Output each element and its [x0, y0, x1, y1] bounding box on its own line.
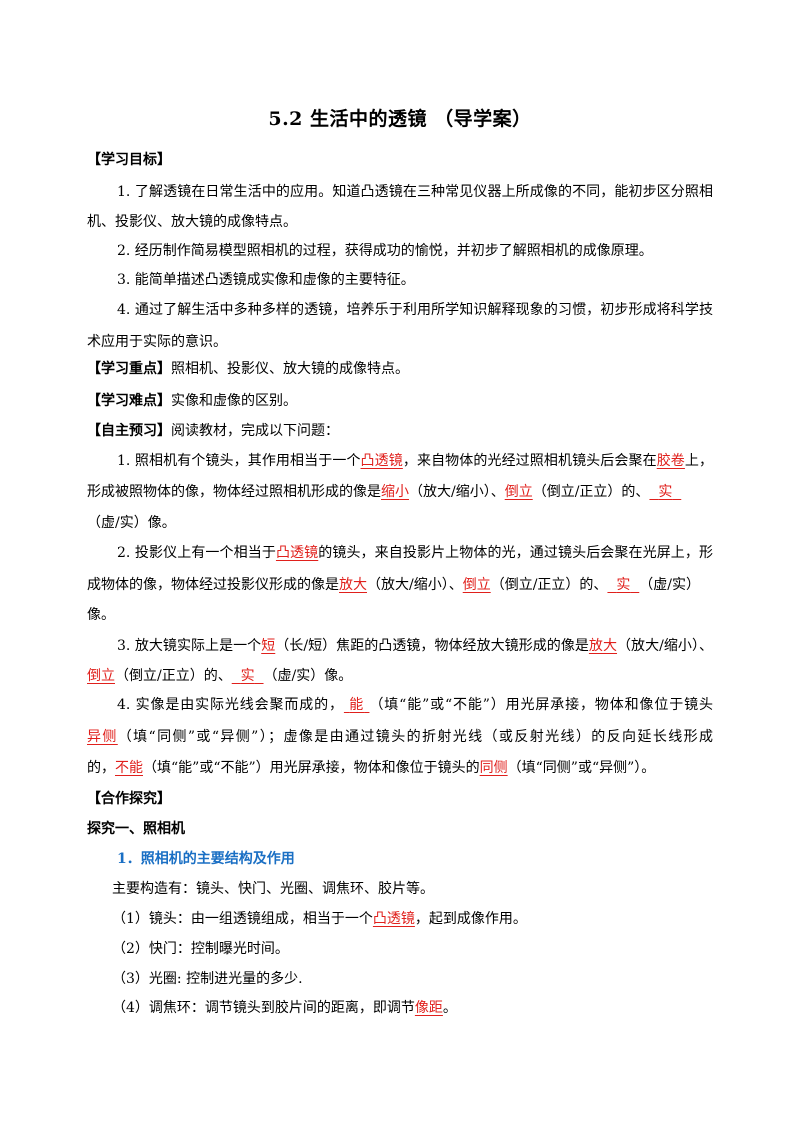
focus-text-a: （4）调焦环：调节镜头到胶片间的距离，即调节 — [112, 1000, 415, 1016]
q2-answer-1: 凸透镜 — [275, 545, 319, 561]
q3-text-c: （长/短）焦距的凸透镜，物体经放大镜形成的像是 — [275, 638, 589, 654]
q1-answer-2: 胶卷 — [656, 453, 685, 469]
q3-text-d: （放大/缩小）、 — [617, 638, 714, 654]
q4-text-e: 的， — [87, 760, 115, 776]
q4-answer-1: 能 — [349, 697, 365, 713]
focus-text-c: 。 — [442, 1000, 457, 1016]
q2-text-a: 2. 投影仪上有一个相当于 — [117, 545, 276, 561]
q2-answer-3: 倒立 — [462, 577, 491, 593]
q2-line-2: 成物体的像，物体经过投影仪形成的像是放大（放大/缩小）、倒立（倒立/正立）的、 … — [87, 575, 713, 595]
section-camera-heading: 探究一、照相机 — [87, 821, 185, 837]
q4-text-a: 4. 实像是由实际光线会聚而成的， — [117, 697, 344, 713]
keypoint-line: 【学习重点】照相机、投影仪、放大镜的成像特点。 — [87, 359, 713, 379]
q4-line-3: 的，不能（填“能”或“不能”）用光屏承接，物体和像位于镜头的同侧（填“同侧”或“… — [87, 758, 713, 778]
q4-text-c: （填“能”或“不能”）用光屏承接，物体和像位于镜头 — [369, 697, 714, 713]
q3-line-1: 3. 放大镜实际上是一个短（长/短）焦距的凸透镜，物体经放大镜形成的像是放大（放… — [117, 636, 713, 656]
preview-intro: 阅读教材，完成以下问题： — [171, 423, 339, 439]
difficulty-text: 实像和虚像的区别。 — [171, 393, 297, 409]
q3-answer-4: 实 — [240, 668, 255, 684]
q2-answer-4: 实 — [616, 577, 631, 593]
q2-text-f: （倒立/正立）的、 — [490, 577, 608, 593]
q4-text-f: （填“能”或“不能”）用光屏承接，物体和像位于镜头的 — [143, 760, 480, 776]
q1-answer-3: 缩小 — [381, 484, 409, 500]
q1-answer-5-blank: 实 — [649, 484, 681, 500]
objective-1-line-1: 1. 了解透镜在日常生活中的应用。知道凸透镜在三种常见仪器上所成像的不同，能初步… — [117, 184, 713, 200]
q2-text-e: （放大/缩小）、 — [367, 577, 463, 593]
keypoint-text: 照相机、投影仪、放大镜的成像特点。 — [171, 361, 409, 377]
q1-line-1: 1. 照相机有个镜头，其作用相当于一个凸透镜，来自物体的光经过照相机镜头后会聚在… — [117, 451, 713, 471]
focus-answer: 像距 — [414, 1000, 443, 1016]
q2-answer-4-blank: 实 — [607, 577, 639, 593]
q1-text-e: 形成被照物体的像，物体经过照相机形成的像是 — [87, 484, 381, 500]
page-title: 5.2 生活中的透镜 （导学案） — [268, 108, 532, 130]
q3-answer-1: 短 — [261, 638, 276, 654]
q4-answer-1-blank: 能 — [344, 697, 370, 713]
difficulty-line: 【学习难点】实像和虚像的区别。 — [87, 391, 713, 411]
q3-answer-2: 放大 — [588, 638, 618, 654]
objective-4-line-1: 4. 通过了解生活中多种多样的透镜，培养乐于利用所学知识解释现象的习惯，初步形成… — [117, 302, 713, 318]
q1-line-3: （虚/实）像。 — [87, 515, 176, 531]
q2-line-1: 2. 投影仪上有一个相当于凸透镜的镜头，来自投影片上物体的光，通过镜头后会聚在光… — [117, 543, 713, 563]
q4-answer-4: 同侧 — [479, 760, 508, 776]
q4-answer-3: 不能 — [115, 760, 143, 776]
objective-4-line-2: 术应用于实际的意识。 — [87, 334, 227, 350]
preview-heading: 【自主预习】 — [87, 423, 171, 439]
lens-text-a: （1）镜头：由一组透镜组成，相当于一个 — [112, 911, 373, 927]
camera-part-lens: （1）镜头：由一组透镜组成，相当于一个凸透镜，起到成像作用。 — [112, 909, 713, 929]
objective-3: 3. 能简单描述凸透镜成实像和虚像的主要特征。 — [117, 272, 415, 288]
objective-1-line-2: 机、投影仪、放大镜的成像特点。 — [87, 214, 297, 230]
difficulty-heading: 【学习难点】 — [87, 393, 171, 409]
q3-text-f: （虚/实）像。 — [263, 668, 353, 684]
q3-line-2: 倒立（倒立/正立）的、 实 （虚/实）像。 — [87, 666, 713, 686]
q3-text-a: 3. 放大镜实际上是一个 — [117, 638, 262, 654]
q4-text-d: （填“同侧”或“异侧”）；虚像是由通过镜头的折射光线（或反射光线）的反向延长线形… — [117, 729, 713, 745]
q2-text-c: 的镜头，来自投影片上物体的光，通过镜头后会聚在光屏上，形 — [318, 545, 714, 561]
camera-structure-text: 主要构造有：镜头、快门、光圈、调焦环、胶片等。 — [112, 881, 434, 897]
q2-text-d: 成物体的像，物体经过投影仪形成的像是 — [87, 577, 339, 593]
camera-structure-subheading: 1．照相机的主要结构及作用 — [117, 851, 295, 867]
q1-answer-1: 凸透镜 — [360, 453, 403, 469]
q3-answer-4-blank: 实 — [232, 668, 264, 684]
lens-text-c: ，起到成像作用。 — [414, 911, 527, 927]
q1-text-c: ，来自物体的光经过照相机镜头后会聚在 — [402, 453, 657, 469]
preview-line: 【自主预习】阅读教材，完成以下问题： — [87, 421, 713, 441]
q2-line-3: 像。 — [87, 607, 115, 623]
q1-text-a: 1. 照相机有个镜头，其作用相当于一个 — [117, 453, 361, 469]
q1-line-2: 形成被照物体的像，物体经过照相机形成的像是缩小（放大/缩小）、倒立（倒立/正立）… — [87, 482, 713, 502]
cooperate-heading: 【合作探究】 — [87, 791, 171, 807]
q1-answer-5: 实 — [658, 484, 673, 500]
lens-answer: 凸透镜 — [372, 911, 415, 927]
q4-text-g: （填“同侧”或“异侧”）。 — [507, 760, 656, 776]
camera-part-focus-ring: （4）调焦环：调节镜头到胶片间的距离，即调节像距。 — [112, 998, 713, 1018]
q3-text-e: （倒立/正立）的、 — [115, 668, 232, 684]
camera-part-aperture: （3）光圈: 控制进光量的多少. — [112, 971, 303, 987]
q4-line-2: 异侧（填“同侧”或“异侧”）；虚像是由通过镜头的折射光线（或反射光线）的反向延长… — [87, 727, 713, 747]
q2-text-g: （虚/实） — [639, 577, 700, 593]
q2-answer-2: 放大 — [339, 577, 367, 593]
camera-part-shutter: （2）快门：控制曝光时间。 — [112, 941, 289, 957]
q1-text-d: 上， — [684, 453, 714, 469]
q3-answer-3: 倒立 — [87, 668, 115, 684]
q1-text-g: （倒立/正立）的、 — [532, 484, 650, 500]
keypoint-heading: 【学习重点】 — [87, 361, 171, 377]
q4-answer-2: 异侧 — [87, 729, 118, 745]
q1-answer-4: 倒立 — [504, 484, 533, 500]
q1-text-f: （放大/缩小）、 — [409, 484, 505, 500]
q4-line-1: 4. 实像是由实际光线会聚而成的， 能 （填“能”或“不能”）用光屏承接，物体和… — [117, 695, 713, 715]
objective-2: 2. 经历制作简易模型照相机的过程，获得成功的愉悦，并初步了解照相机的成像原理。 — [117, 243, 653, 259]
objectives-heading: 【学习目标】 — [87, 152, 171, 168]
